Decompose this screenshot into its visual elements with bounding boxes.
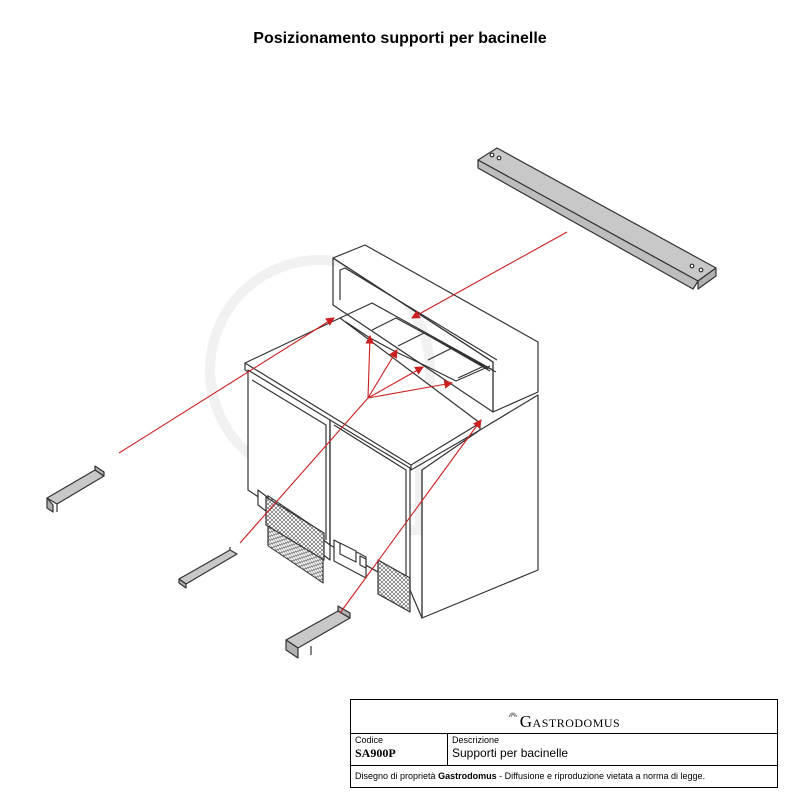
left-bracket: [46, 465, 105, 513]
description-label: Descrizione: [452, 735, 500, 745]
exploded-assembly-drawing: [46, 147, 717, 659]
leader-arrow: [367, 380, 454, 399]
bottom-bracket: [285, 605, 351, 659]
leader-arrow: [367, 349, 398, 399]
code-value: SA900P: [355, 746, 396, 760]
code-label: Codice: [355, 735, 384, 745]
brand-name: Gastrodomus: [519, 712, 621, 731]
rear-support-rail: [477, 147, 717, 290]
leader-arrow: [339, 419, 482, 614]
leader-arrow: [118, 317, 335, 454]
leader-arrow: [367, 366, 424, 399]
leader-arrow: [411, 231, 568, 319]
ownership-notice: Disegno di proprietà Gastrodomus - Diffu…: [351, 766, 777, 788]
brand-logo: Gastrodomus: [351, 710, 777, 732]
code-cell: Codice SA900P: [351, 734, 448, 765]
description-cell: Descrizione Supporti per bacinelle: [448, 734, 777, 767]
notice-suffix: - Diffusione e riproduzione vietata a no…: [499, 771, 706, 781]
page-title: Posizionamento supporti per bacinelle: [253, 30, 547, 47]
leader-arrow: [365, 334, 375, 399]
leader-arrow: [239, 397, 369, 544]
code-description-row: Codice SA900P Descrizione Supporti per b…: [351, 734, 777, 766]
refrigerated-counter: [244, 244, 539, 619]
gastrodomus-logo-icon: [508, 712, 518, 718]
description-value: Supporti per bacinelle: [452, 746, 569, 760]
brand-row: Gastrodomus: [351, 700, 777, 734]
middle-support-bar: [178, 547, 238, 589]
title-block: Gastrodomus Codice SA900P Descrizione Su…: [350, 699, 778, 788]
notice-prefix: Disegno di proprietà: [355, 771, 436, 781]
notice-brand: Gastrodomus: [438, 771, 497, 781]
